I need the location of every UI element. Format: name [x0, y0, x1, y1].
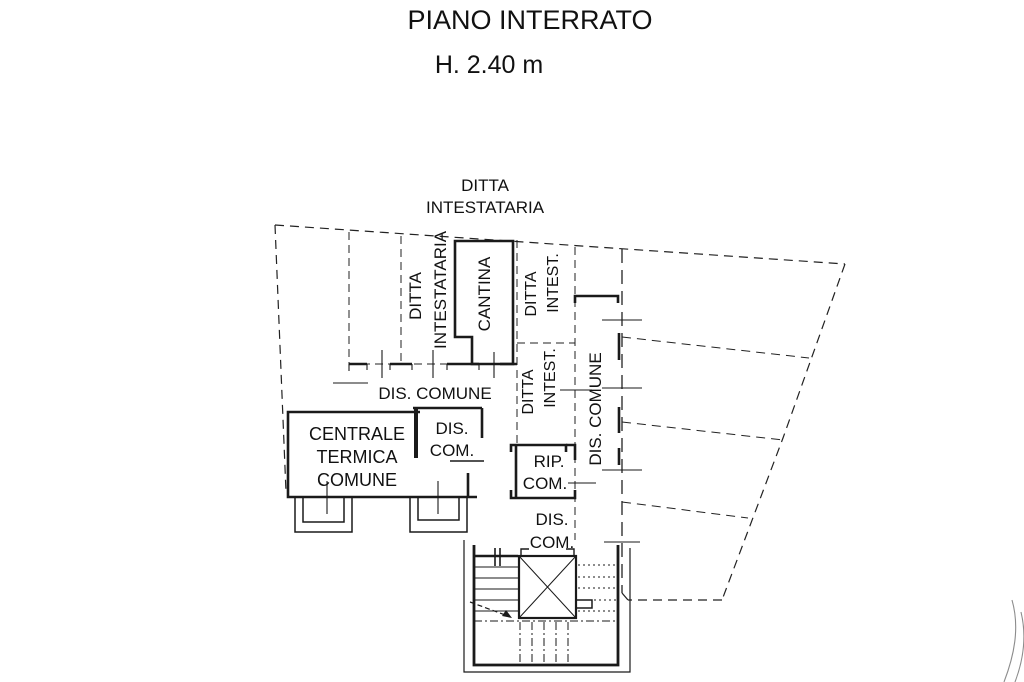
dis-comune-label: DIS. COMUNE: [378, 384, 491, 403]
lot-boundary: [274, 224, 846, 601]
owner-label-vertical: DITTA: [406, 271, 425, 320]
page-title: PIANO INTERRATO: [407, 5, 652, 35]
centrale-termica-label-2: TERMICA: [317, 447, 398, 467]
corridor-wall-stubs: [348, 364, 480, 371]
right-property-line: [621, 249, 629, 601]
rip-com-label: RIP.: [534, 452, 565, 471]
owner-room1-label-2: INTEST.: [545, 253, 562, 313]
dis-com2-label: DIS.: [535, 510, 568, 529]
window-wells: [294, 497, 468, 533]
parcel-divider-lines: [621, 336, 810, 519]
stair-walls: [472, 545, 620, 667]
owner-label-vertical-2: INTESTATARIA: [431, 230, 450, 349]
corner-road-curves: [1003, 599, 1024, 682]
stair-direction-arrow: [469, 601, 512, 618]
owner-label-top-2: INTESTATARIA: [426, 198, 545, 217]
rip-com-label-2: COM.: [523, 474, 567, 493]
centrale-termica-label: CENTRALE: [309, 424, 405, 444]
stair-treads-right-dotted: [578, 564, 616, 612]
dis-comune-vertical-label: DIS. COMUNE: [586, 352, 605, 465]
owner-room2-label-2: INTEST.: [542, 348, 559, 408]
owner-room2-label: DITTA: [520, 369, 537, 414]
dis-com1-label-2: COM.: [430, 441, 474, 460]
elevator-cross: [518, 555, 577, 619]
room-dis-com-1-walls: [413, 406, 484, 462]
height-note: H. 2.40 m: [435, 51, 543, 79]
owner-room1-label: DITTA: [523, 271, 540, 316]
dis-com2-label-2: COM.: [530, 533, 574, 552]
label-leader-lines: [560, 389, 596, 484]
owner-label-top: DITTA: [461, 176, 510, 195]
stair-landing-lines: [474, 620, 618, 662]
room-cantina-walls: [453, 239, 515, 366]
cantina-label: CANTINA: [475, 256, 494, 331]
staircase-block: [463, 540, 631, 673]
stair-outer-outline: [463, 540, 631, 673]
centrale-termica-label-3: COMUNE: [317, 470, 397, 490]
stair-treads-left: [474, 566, 518, 612]
door-jamb: [494, 548, 501, 566]
plan-labels: DITTA INTESTATARIA DITTA INTESTATARIA CA…: [309, 176, 605, 552]
title-block: PIANO INTERRATO H. 2.40 m: [407, 5, 652, 79]
room-rip-com-walls: [509, 443, 577, 500]
dis-com1-label: DIS.: [435, 419, 468, 438]
elevator-shaft: [517, 548, 593, 620]
room-centrale-termica-walls: [286, 410, 477, 499]
